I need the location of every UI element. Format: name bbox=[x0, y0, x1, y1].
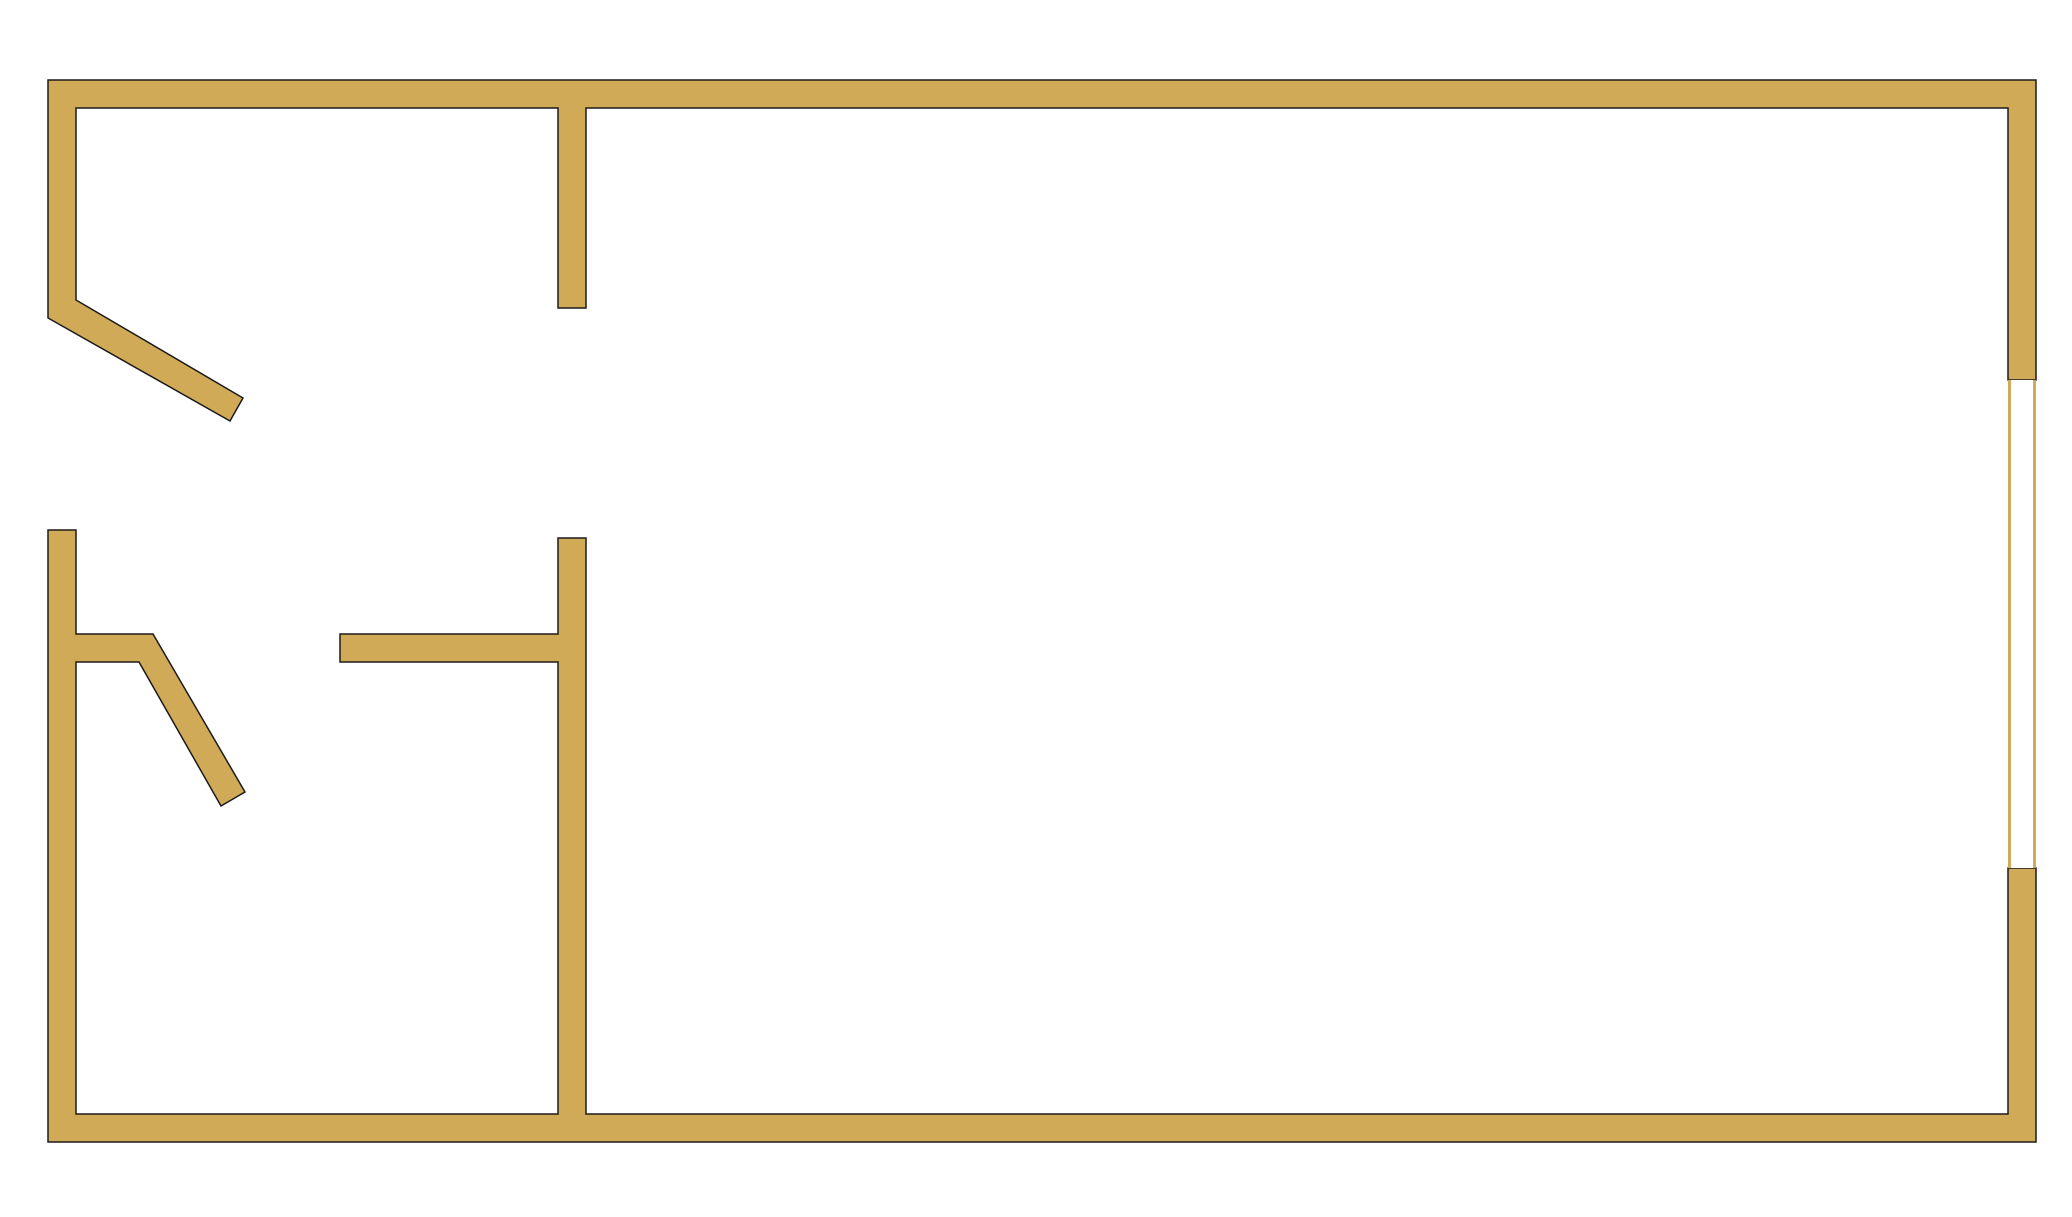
window bbox=[2008, 380, 2036, 868]
window-glass-area bbox=[2008, 380, 2036, 868]
window-frame-right bbox=[2033, 380, 2036, 868]
window-frame-left bbox=[2008, 380, 2011, 868]
